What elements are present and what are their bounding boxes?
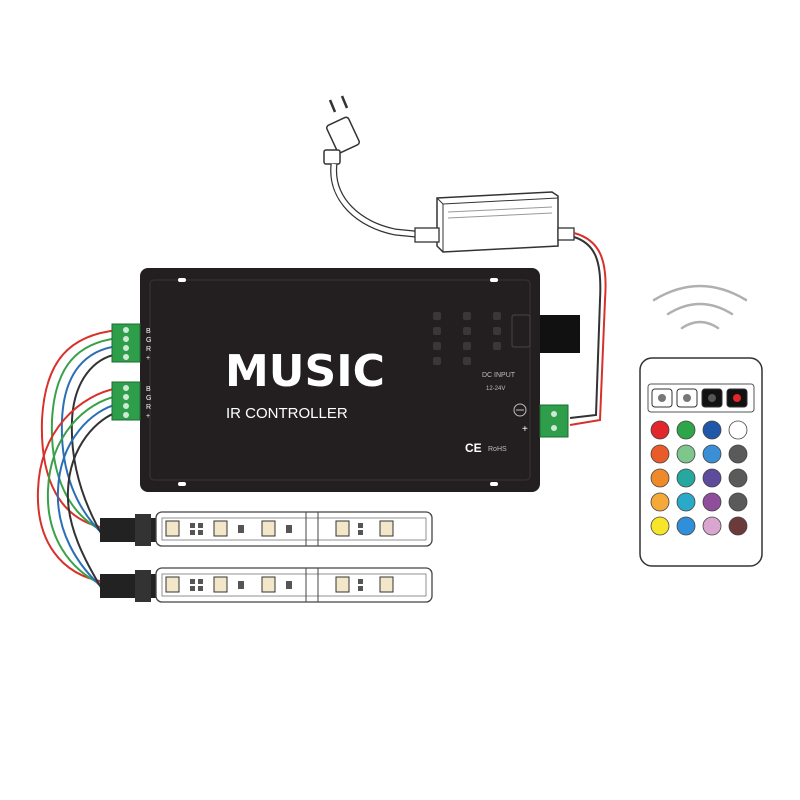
svg-text:B: B (146, 328, 151, 335)
color-button[interactable] (650, 468, 670, 488)
ir-receiver (540, 315, 580, 353)
svg-text:+: + (146, 413, 150, 420)
terminal-labels-1: B G R + (146, 328, 151, 362)
controller-body (140, 268, 580, 492)
led-strip-2 (100, 567, 433, 603)
dc-input-label: DC INPUT (482, 372, 516, 379)
svg-text:+: + (146, 355, 150, 362)
brightness-up-icon[interactable] (651, 388, 673, 408)
color-button[interactable] (728, 420, 748, 440)
dc-cable (569, 232, 607, 426)
svg-text:G: G (146, 395, 151, 402)
color-button[interactable] (702, 420, 722, 440)
color-button[interactable] (650, 516, 670, 536)
output-wires (36, 329, 119, 595)
svg-text:R: R (146, 346, 151, 353)
power-icon[interactable] (726, 388, 748, 408)
pause-icon[interactable] (701, 388, 723, 408)
logo-text: MUSIC (225, 346, 385, 397)
svg-text:+: + (522, 424, 528, 435)
terminal-block-1 (111, 323, 141, 363)
color-button[interactable] (702, 444, 722, 464)
color-button[interactable] (702, 468, 722, 488)
wireless-signal-icon (652, 284, 748, 330)
color-button[interactable] (650, 420, 670, 440)
svg-text:G: G (146, 337, 151, 344)
color-button[interactable] (676, 516, 696, 536)
voltage-label: 12-24V (486, 386, 505, 392)
ground-icon (513, 403, 527, 417)
color-button[interactable] (650, 444, 670, 464)
color-button[interactable] (728, 492, 748, 512)
brightness-down-icon[interactable] (676, 388, 698, 408)
svg-text:R: R (146, 404, 151, 411)
vent-grid (433, 312, 501, 365)
ir-remote[interactable] (639, 357, 763, 567)
color-button[interactable] (702, 492, 722, 512)
power-adapter (414, 191, 575, 253)
dc-input-terminal (539, 404, 569, 438)
color-button[interactable] (650, 492, 670, 512)
color-button[interactable] (676, 468, 696, 488)
color-button[interactable] (676, 492, 696, 512)
color-button[interactable] (676, 444, 696, 464)
color-button[interactable] (728, 444, 748, 464)
color-button[interactable] (676, 420, 696, 440)
product-subtitle: IR CONTROLLER (226, 405, 348, 422)
ac-plug (323, 95, 360, 165)
terminal-labels-2: B G R + (146, 386, 151, 420)
led-strip-1 (100, 511, 433, 547)
color-button[interactable] (702, 516, 722, 536)
ce-mark: CE (465, 441, 482, 455)
svg-text:B: B (146, 386, 151, 393)
cert-mark: RoHS (488, 446, 507, 453)
color-button[interactable] (728, 516, 748, 536)
color-button[interactable] (728, 468, 748, 488)
terminal-block-2 (111, 381, 141, 421)
